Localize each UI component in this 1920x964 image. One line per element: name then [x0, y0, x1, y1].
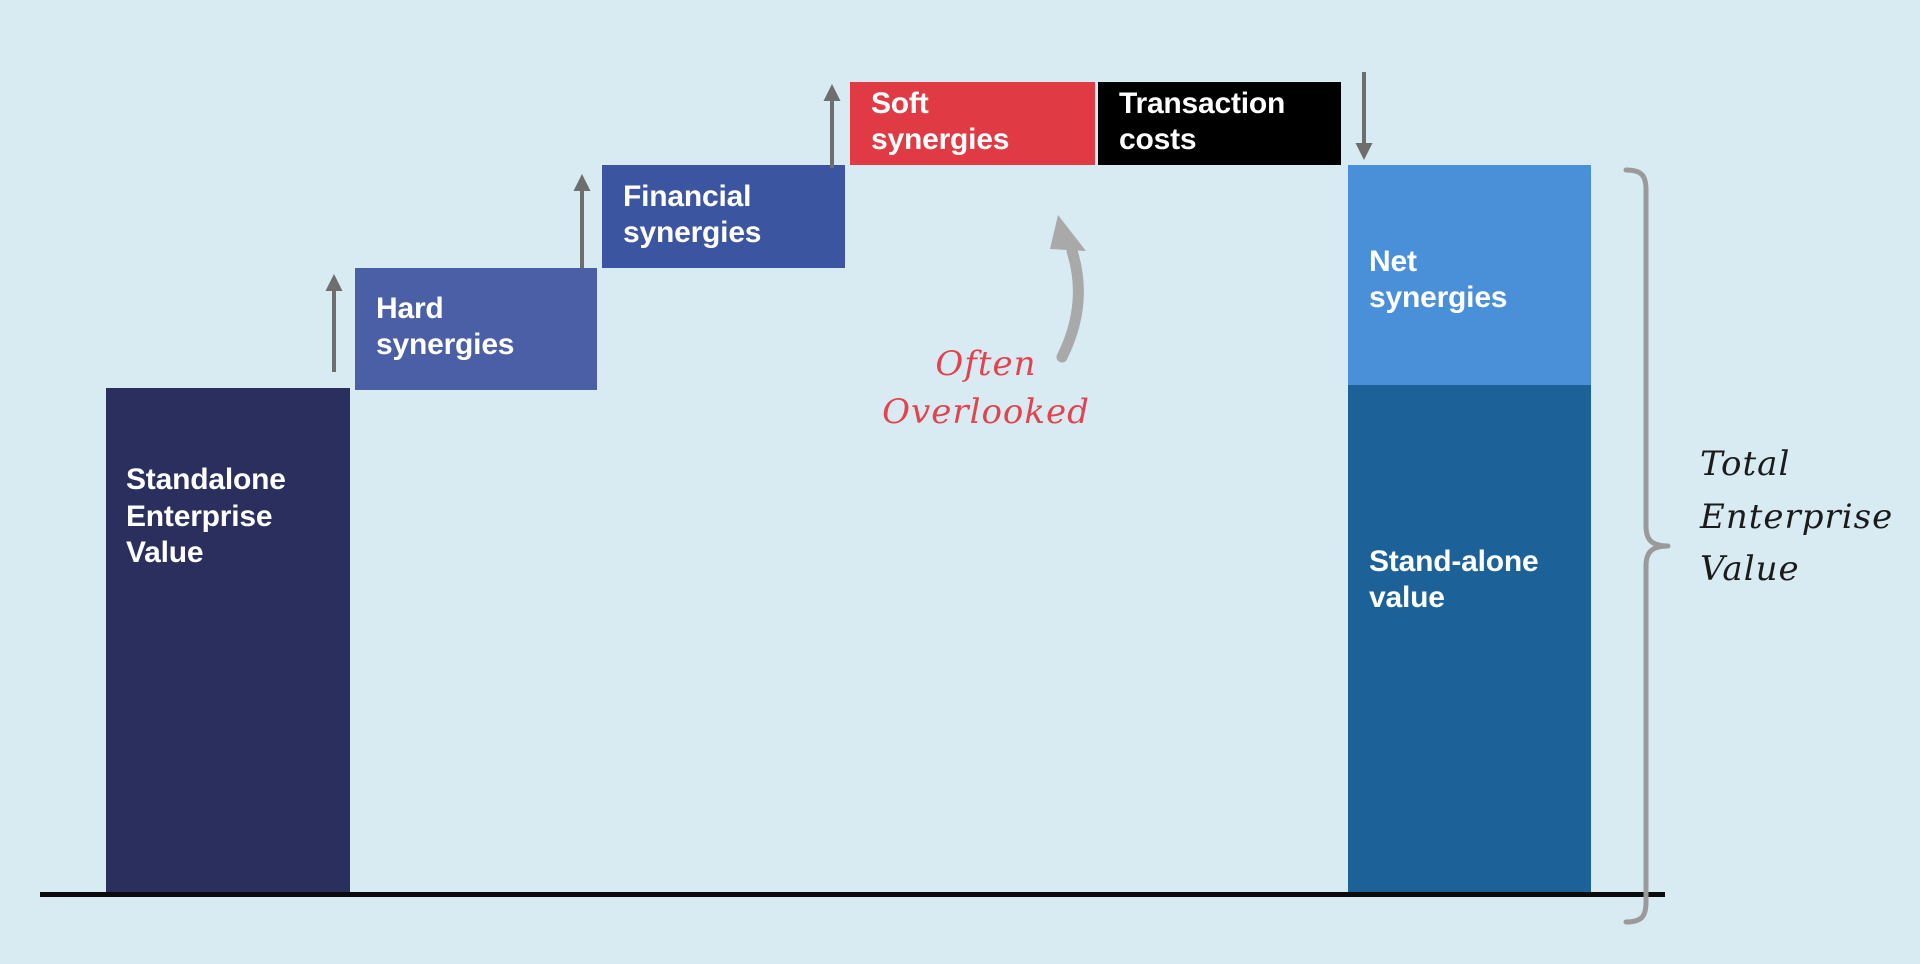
curly-brace-icon	[1623, 167, 1671, 925]
annotation-total-enterprise-value: Total Enterprise Value	[1700, 444, 1894, 590]
bar-financial-synergies: Financial synergies	[602, 165, 845, 268]
bar-label-transaction-costs: Transaction costs	[1119, 86, 1286, 157]
arrow-up-icon-hard-synergies	[325, 274, 343, 372]
bar-label-stand-alone-value: Stand-alone value	[1369, 544, 1539, 615]
annotation-often-overlooked: Often Overlooked	[882, 344, 1090, 433]
bar-label-financial-synergies: Financial synergies	[623, 179, 762, 250]
bar-label-hard-synergies: Hard synergies	[376, 291, 515, 362]
bar-label-standalone-enterprise-value: Standalone Enterprise Value	[126, 463, 286, 570]
arrow-up-icon-financial-synergies	[573, 174, 591, 268]
bar-label-soft-synergies: Soft synergies	[871, 86, 1010, 157]
bar-transaction-costs: Transaction costs	[1098, 82, 1341, 165]
bar-hard-synergies: Hard synergies	[355, 268, 597, 390]
bar-net-synergies: Net synergies	[1348, 165, 1591, 385]
bar-soft-synergies: Soft synergies	[850, 82, 1095, 165]
curved-arrow-icon	[1050, 215, 1086, 363]
bar-label-net-synergies: Net synergies	[1369, 244, 1508, 315]
arrow-down-icon-transaction-costs	[1355, 72, 1373, 160]
bar-standalone-enterprise-value: Standalone Enterprise Value	[106, 388, 350, 894]
chart-baseline-axis	[40, 892, 1665, 897]
arrow-up-icon-soft-synergies	[823, 84, 841, 168]
bar-stand-alone-value: Stand-alone value	[1348, 385, 1591, 894]
